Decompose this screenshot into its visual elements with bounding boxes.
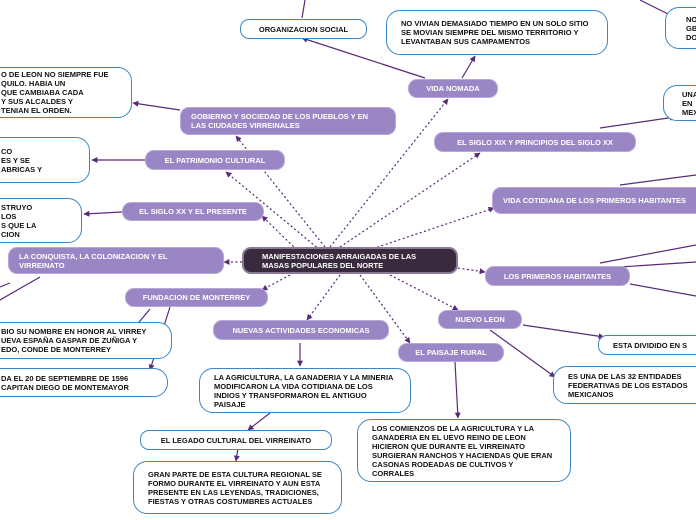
left-partial-struyo-node[interactable]: STRUYO LOS S QUE LA CION: [0, 198, 82, 243]
dividido-node[interactable]: ESTA DIVIDIDO EN S: [598, 335, 696, 355]
vida-nomada-label: VIDA NOMADA: [426, 84, 480, 93]
left-partial-struyo-label: STRUYO LOS S QUE LA CION: [1, 202, 37, 239]
nuevo-leon-quiet-node[interactable]: O DE LEON NO SIEMPRE FUE QUILO. HABIA UN…: [0, 67, 132, 118]
connector-vida-cotidiana: [359, 206, 495, 254]
patrimonio-node[interactable]: EL PATRIMONIO CULTURAL: [145, 150, 285, 170]
siglo-xix-label: EL SIGLO XIX Y PRINCIPIOS DEL SIGLO XX: [457, 137, 613, 147]
gran-parte-node[interactable]: GRAN PARTE DE ESTA CULTURA REGIONAL SE F…: [133, 461, 342, 514]
connector-organizacion: [301, 36, 426, 79]
entidades-node[interactable]: ES UNA DE LAS 32 ENTIDADES FEDERATIVAS D…: [553, 366, 696, 404]
legado-cultural-node[interactable]: EL LEGADO CULTURAL DEL VIRREINATO: [140, 430, 332, 450]
right-partial-una-node[interactable]: UNA EN MEX: [663, 85, 696, 121]
connector-legado: [247, 412, 271, 431]
gran-parte-label: GRAN PARTE DE ESTA CULTURA REGIONAL SE F…: [148, 469, 322, 506]
connector-una: [599, 114, 676, 129]
paisaje-rural-label: EL PAISAJE RURAL: [415, 348, 487, 357]
nuevo-leon-node[interactable]: NUEVO LEON: [438, 310, 522, 329]
primeros-habitantes-label: LOS PRIMEROS HABITANTES: [503, 271, 612, 281]
central-topic-node[interactable]: MANIFESTACIONES ARRAIGADAS DE LAS MASAS …: [242, 247, 458, 274]
comienzos-label: LOS COMIENZOS DE LA AGRICULTURA Y LA GAN…: [372, 423, 553, 478]
nuevo-leon-label: NUEVO LEON: [455, 315, 505, 324]
top-right-partial-node[interactable]: NO GB DO: [665, 7, 696, 49]
entidades-label: ES UNA DE LAS 32 ENTIDADES FEDERATIVAS D…: [568, 371, 688, 399]
nombre-honor-node[interactable]: BIO SU NOMBRE EN HONOR AL VIRREY UEVA ES…: [0, 322, 172, 359]
fundacion-node[interactable]: FUNDACION DE MONTERREY: [125, 288, 268, 307]
patrimonio-label: EL PATRIMONIO CULTURAL: [164, 155, 266, 165]
left-partial-co-label: CO ES Y SE ABRICAS Y: [1, 146, 43, 174]
nuevas-actividades-node[interactable]: NUEVAS ACTIVIDADES ECONOMICAS: [213, 320, 389, 340]
connector-siglo-xix: [339, 152, 481, 248]
nombre-honor-label: BIO SU NOMBRE EN HONOR AL VIRREY UEVA ES…: [1, 327, 147, 354]
connector-vida-nomada: [329, 98, 449, 248]
connector-comienzos: [454, 361, 461, 419]
connector-fundacion: [261, 274, 291, 291]
fundada-node[interactable]: DA EL 20 DE SEPTIEMBRE DE 1596 CAPITAN D…: [0, 368, 168, 397]
siglo-xix-node[interactable]: EL SIGLO XIX Y PRINCIPIOS DEL SIGLO XX: [434, 132, 636, 152]
connector-dividido: [522, 324, 605, 340]
vida-cotidiana-label: VIDA COTIDIANA DE LOS PRIMEROS HABITANTE…: [503, 196, 687, 205]
vida-cotidiana-node[interactable]: VIDA COTIDIANA DE LOS PRIMEROS HABITANTE…: [492, 187, 696, 214]
primeros-habitantes-node[interactable]: LOS PRIMEROS HABITANTES: [485, 266, 630, 286]
comienzos-node[interactable]: LOS COMIENZOS DE LA AGRICULTURA Y LA GAN…: [357, 419, 571, 482]
connector-no-vivian: [461, 55, 476, 79]
paisaje-rural-node[interactable]: EL PAISAJE RURAL: [398, 343, 504, 362]
connector-entidades: [489, 329, 556, 378]
connector-nuevas: [306, 274, 341, 321]
no-vivian-label: NO VIVIAN DEMASIADO TIEMPO EN UN SOLO SI…: [401, 19, 589, 46]
agricultura-label: LA AGRICULTURA, LA GANADERIA Y LA MINERI…: [214, 372, 394, 409]
siglo-xx-node[interactable]: EL SIGLO XX Y EL PRESENTE: [122, 202, 264, 221]
organizacion-social-node[interactable]: ORGANIZACION SOCIAL: [240, 19, 367, 39]
connector-left-struyo: [83, 210, 123, 217]
no-vivian-node[interactable]: NO VIVIAN DEMASIADO TIEMPO EN UN SOLO SI…: [386, 10, 608, 55]
nuevo-leon-quiet-label: O DE LEON NO SIEMPRE FUE QUILO. HABIA UN…: [1, 70, 109, 115]
vida-nomada-node[interactable]: VIDA NOMADA: [408, 79, 498, 98]
agricultura-node[interactable]: LA AGRICULTURA, LA GANADERIA Y LA MINERI…: [199, 368, 411, 413]
connector-primeros: [457, 267, 486, 275]
nuevas-actividades-label: NUEVAS ACTIVIDADES ECONOMICAS: [232, 325, 370, 335]
top-right-partial-label: NO GB DO: [686, 14, 696, 42]
right-partial-una-label: UNA EN MEX: [682, 89, 696, 117]
organizacion-social-label: ORGANIZACION SOCIAL: [258, 24, 349, 34]
central-topic-label: MANIFESTACIONES ARRAIGADAS DE LAS MASAS …: [262, 251, 417, 270]
fundada-label: DA EL 20 DE SEPTIEMBRE DE 1596 CAPITAN D…: [1, 373, 129, 392]
siglo-xx-label: EL SIGLO XX Y EL PRESENTE: [139, 207, 247, 216]
conquista-node[interactable]: LA CONQUISTA, LA COLONIZACION Y EL VIRRE…: [8, 247, 224, 274]
connector-gran-parte: [233, 447, 240, 462]
dividido-label: ESTA DIVIDIDO EN S: [613, 340, 688, 350]
connector-paisaje: [359, 274, 411, 344]
gobierno-label: GOBIERNO Y SOCIEDAD DE LOS PUEBLOS Y EN …: [191, 112, 368, 130]
connector-nuevo-leon-quiet: [132, 100, 181, 111]
conquista-label: LA CONQUISTA, LA COLONIZACION Y EL VIRRE…: [19, 251, 168, 270]
fundacion-label: FUNDACION DE MONTERREY: [142, 293, 251, 302]
legado-cultural-label: EL LEGADO CULTURAL DEL VIRREINATO: [160, 435, 312, 445]
left-partial-co-node[interactable]: CO ES Y SE ABRICAS Y: [0, 137, 90, 183]
gobierno-node[interactable]: GOBIERNO Y SOCIEDAD DE LOS PUEBLOS Y EN …: [180, 107, 396, 135]
connector-nuevo-leon: [389, 274, 459, 311]
